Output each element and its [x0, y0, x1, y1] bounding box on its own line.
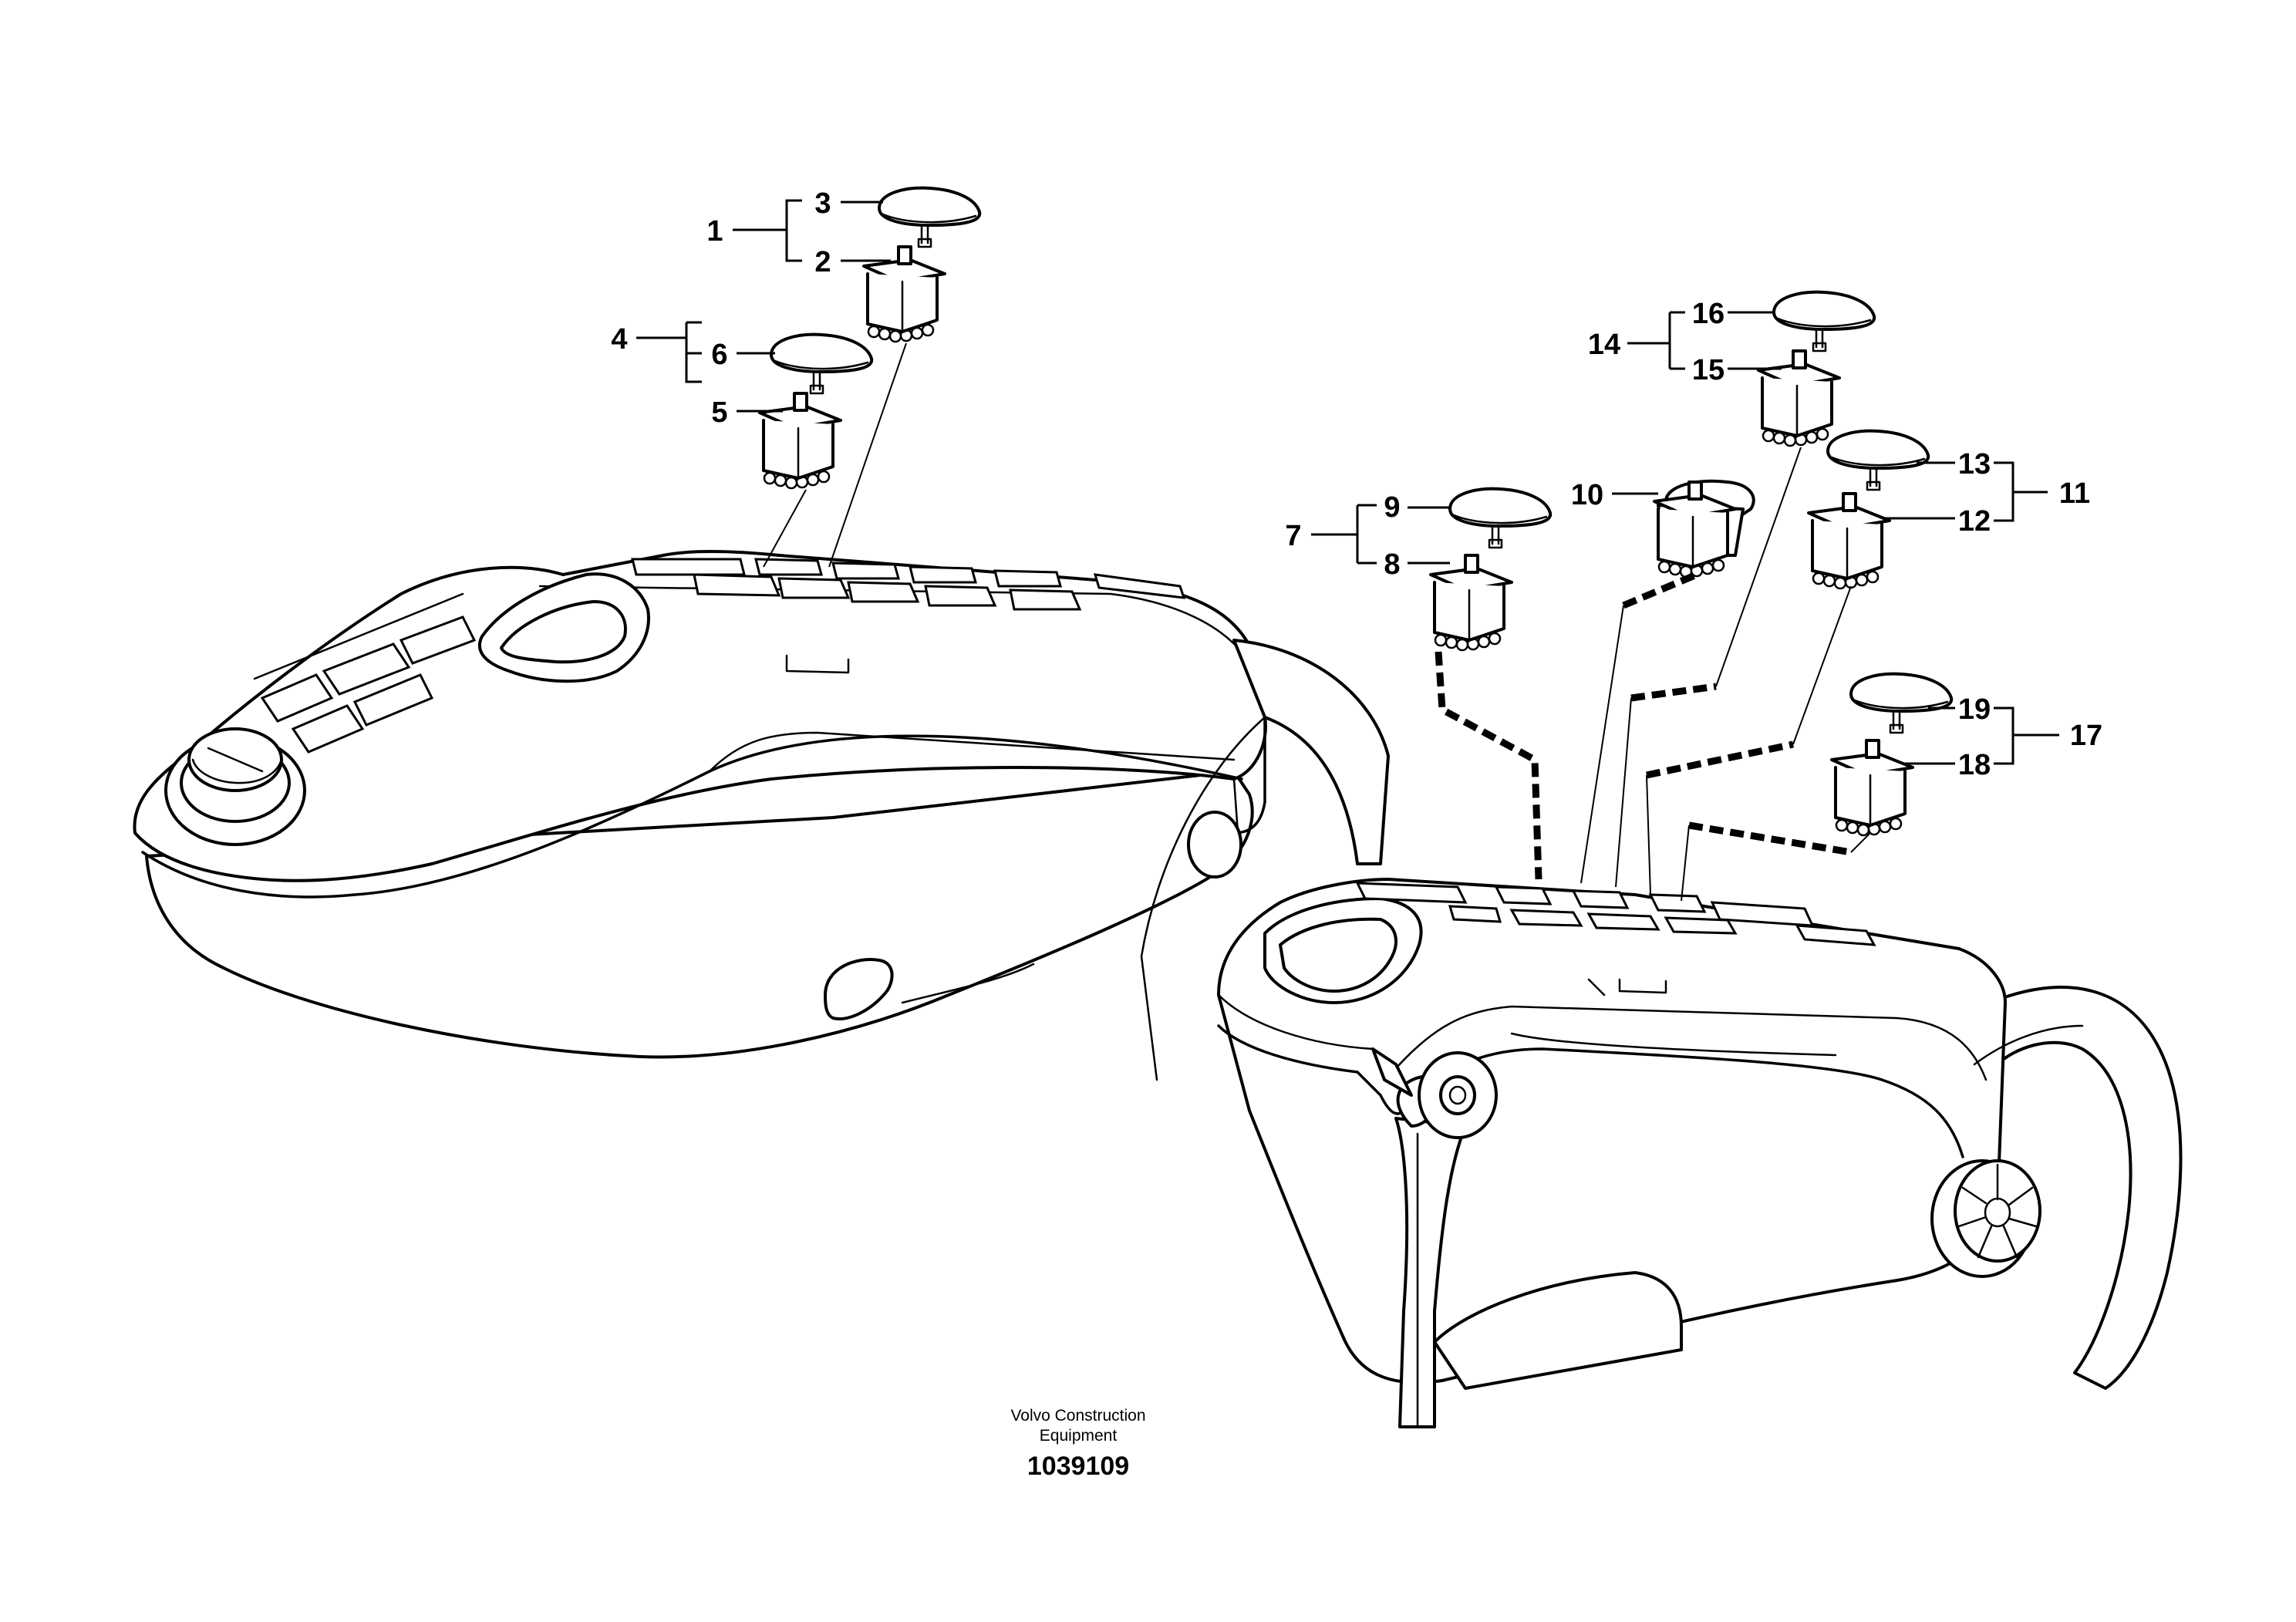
callout-12: 12	[1958, 505, 1991, 538]
switch-module-18	[1830, 739, 1914, 837]
callout-9: 9	[1384, 491, 1400, 524]
callout-6: 6	[711, 339, 727, 371]
left-control-console	[133, 550, 1267, 1059]
callout-7: 7	[1285, 520, 1301, 552]
callout-14: 14	[1588, 329, 1620, 361]
installation-lines	[763, 342, 1871, 902]
switch-cap-6	[770, 332, 874, 395]
switch-module-15	[1757, 349, 1841, 447]
callout-8: 8	[1384, 548, 1400, 581]
switch-cap-13	[1826, 429, 1930, 491]
callout-19: 19	[1958, 693, 1991, 726]
callout-11: 11	[2059, 477, 2090, 510]
callout-brackets	[636, 199, 2059, 765]
switch-cap-9	[1448, 487, 1553, 549]
drawing-number: 1039109	[1027, 1452, 1129, 1481]
company-name-line1: Volvo Construction	[1010, 1407, 1145, 1425]
callout-2: 2	[814, 246, 831, 278]
company-name-line2: Equipment	[1040, 1427, 1118, 1445]
knob-spokes	[1957, 1163, 2038, 1259]
drawing-footer: Volvo Construction Equipment 1039109	[1010, 1407, 1145, 1481]
switch-module-8	[1429, 554, 1513, 652]
callout-5: 5	[711, 396, 727, 429]
switch-cap-16	[1772, 290, 1876, 352]
switch-cap-3	[878, 186, 982, 248]
switch-10	[1653, 479, 1755, 578]
callout-13: 13	[1958, 448, 1991, 481]
callout-10: 10	[1571, 479, 1603, 511]
callout-16: 16	[1692, 298, 1725, 330]
switch-module-12	[1807, 492, 1891, 590]
callout-17: 17	[2070, 720, 2102, 752]
callout-4: 4	[611, 323, 627, 356]
callout-1: 1	[706, 215, 723, 248]
callout-3: 3	[814, 187, 831, 220]
right-control-console	[1140, 639, 2183, 1428]
switch-module-5	[758, 392, 842, 490]
callout-15: 15	[1692, 354, 1725, 386]
switch-cap-19	[1849, 672, 1954, 734]
callout-18: 18	[1958, 749, 1991, 781]
callout-labels: 1 2 3 4 5 6 7 8 9 10 11 12 13 14 15 16 1…	[611, 187, 2102, 781]
